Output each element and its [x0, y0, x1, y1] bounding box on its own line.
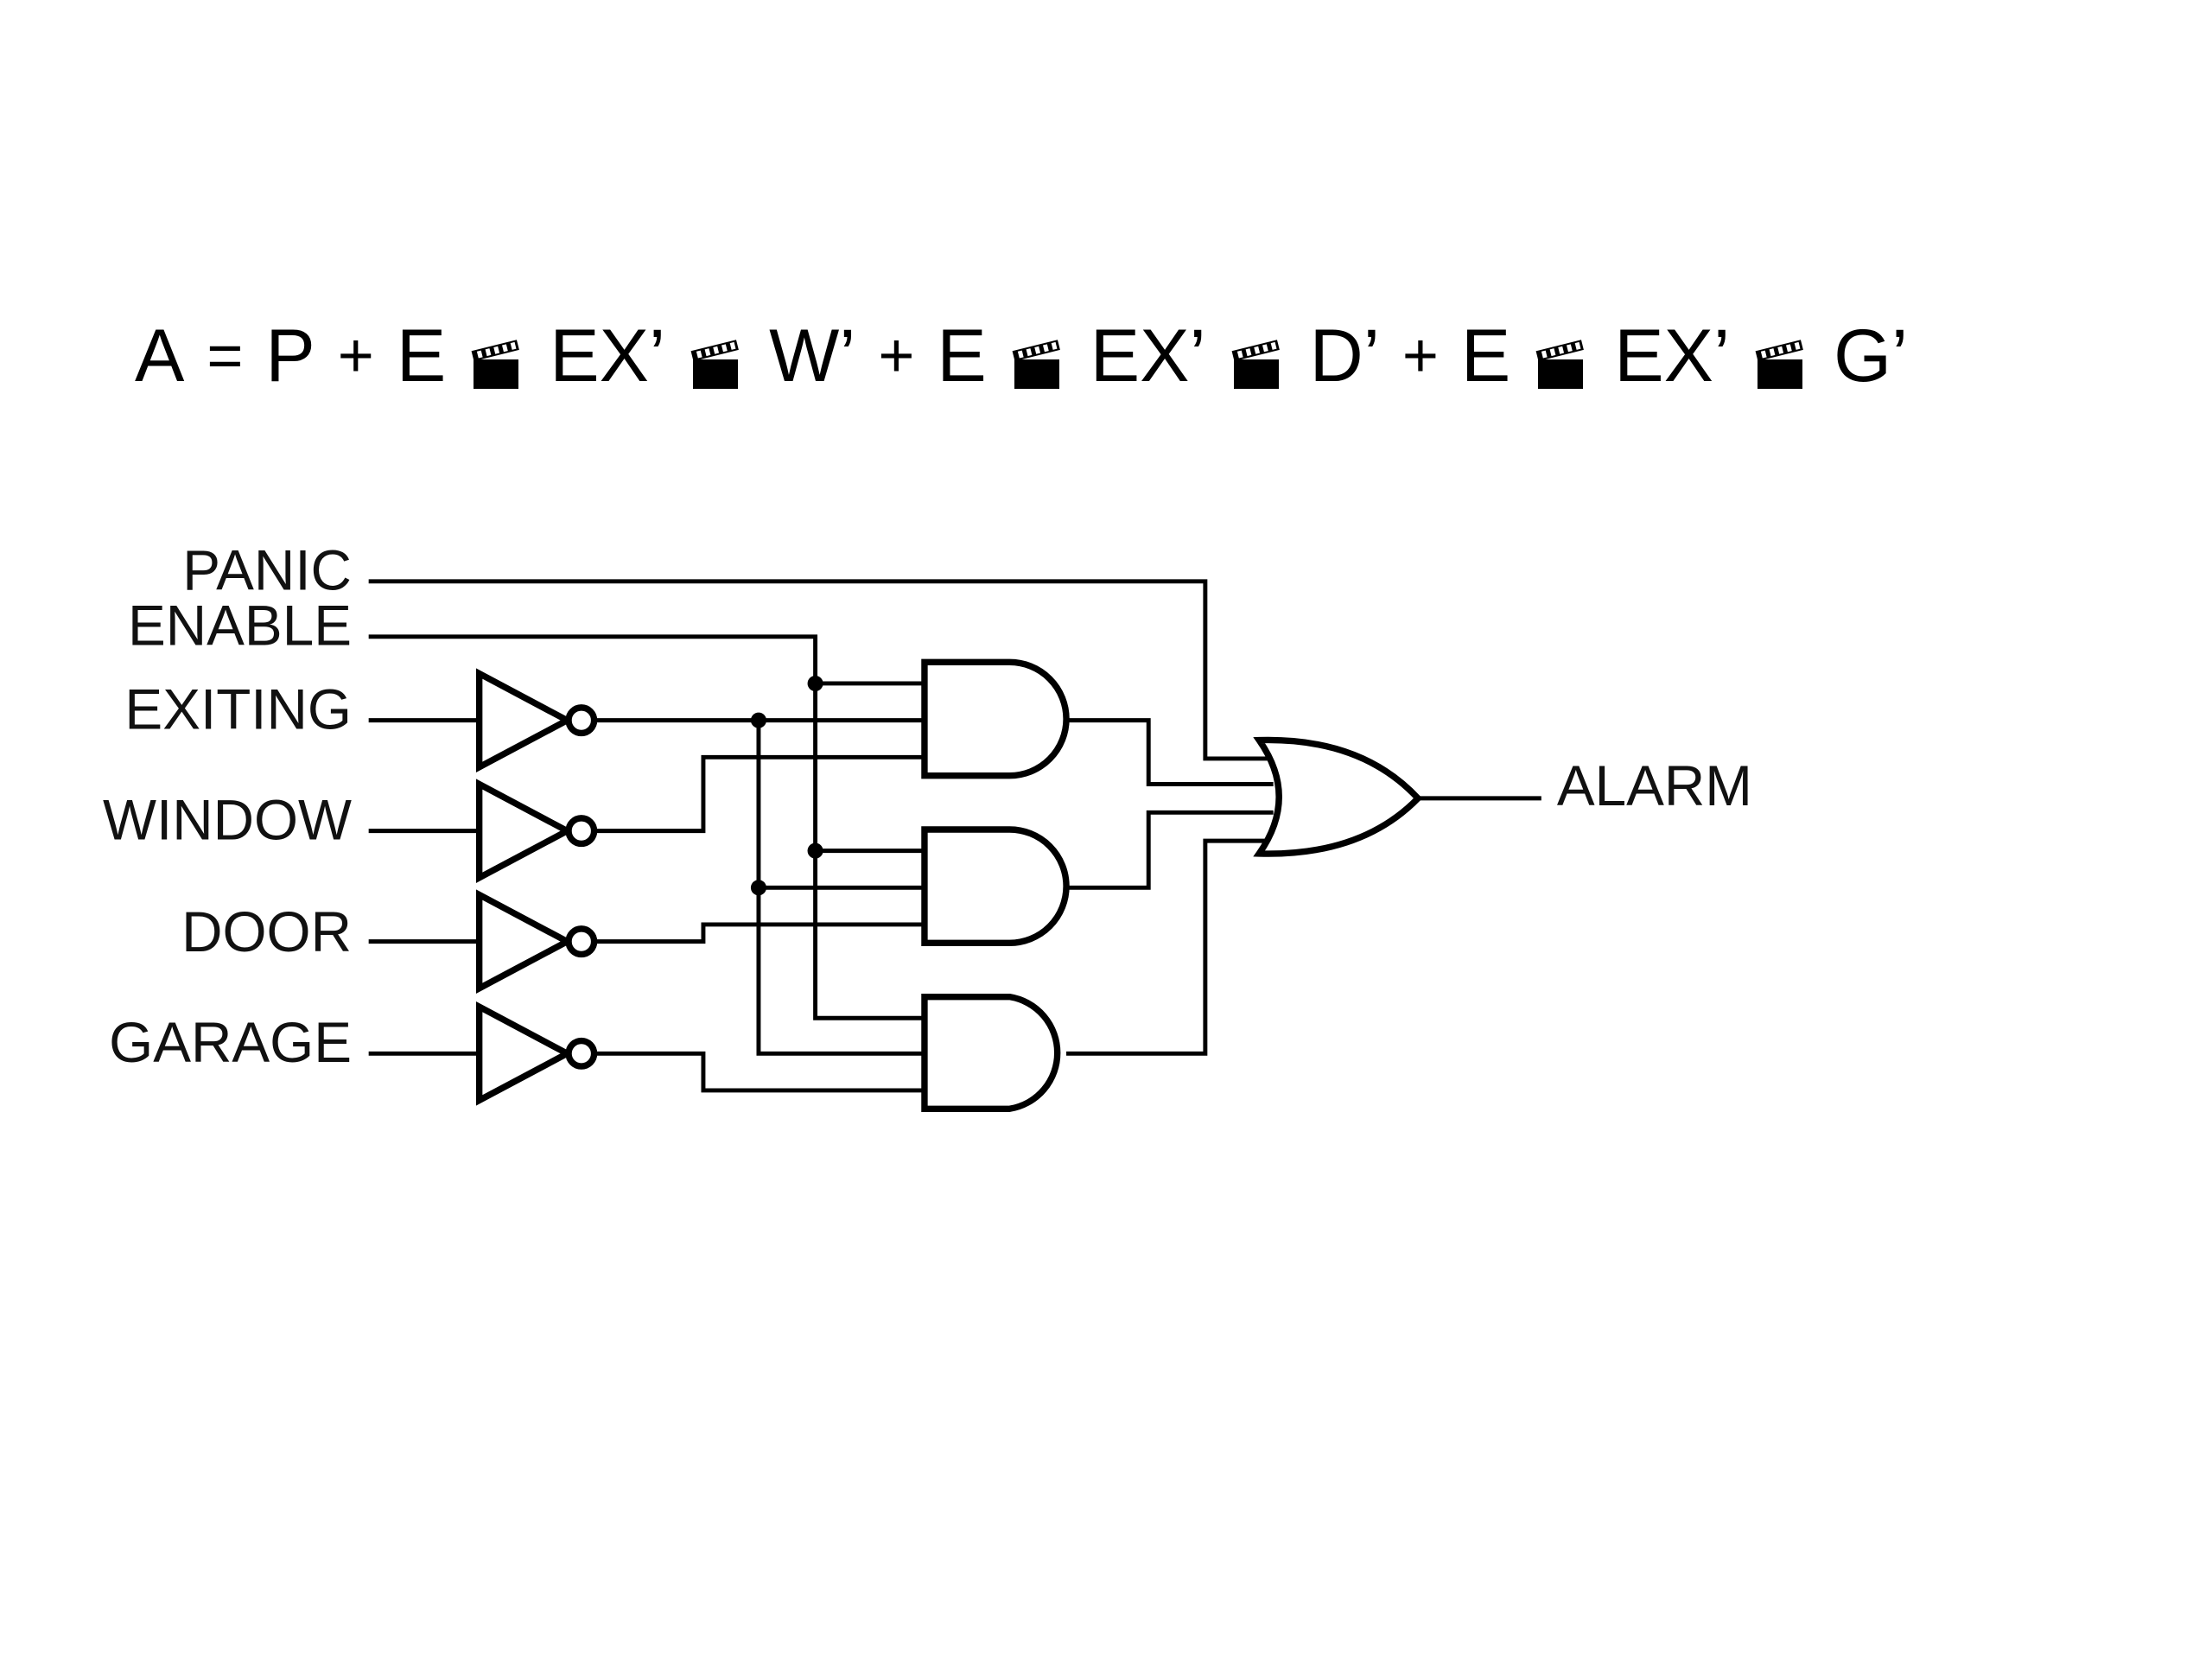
and-gate-3 — [921, 993, 1061, 1112]
clapperboard-icon — [1752, 325, 1808, 389]
not-gate-window — [475, 779, 598, 883]
and-gate-1 — [921, 658, 1070, 779]
junction-dot — [807, 675, 823, 691]
junction-dot — [750, 712, 766, 728]
equation-term-p: P — [265, 314, 315, 397]
junction-dot — [750, 880, 766, 896]
clapperboard-icon — [1533, 325, 1588, 389]
junction-dot — [807, 842, 823, 859]
equation-term-ex-not: EX’ — [1090, 314, 1206, 397]
equation-term-e: E — [396, 314, 447, 397]
not-gate-door — [475, 889, 598, 994]
clapperboard-icon — [690, 340, 739, 389]
clapperboard-icon — [1535, 340, 1585, 389]
clapperboard-icon — [1012, 340, 1060, 389]
equation-term-d-not: D’ — [1309, 314, 1380, 397]
output-label-alarm: ALARM — [1557, 754, 1752, 817]
boolean-equation: A = P + E EX’ W’ + E — [135, 304, 1930, 408]
equation-equals: = — [207, 321, 244, 391]
equation-term-ex-not: EX’ — [550, 314, 666, 397]
input-label-enable: ENABLE — [128, 594, 352, 658]
not-gate-exiting — [475, 668, 598, 772]
equation-term-e: E — [1460, 314, 1511, 397]
equation-term-e: E — [937, 314, 987, 397]
and-gate-2 — [921, 826, 1070, 946]
clapperboard-icon — [471, 340, 520, 389]
clapperboard-icon — [1231, 340, 1280, 389]
equation-term-a: A — [135, 314, 185, 397]
equation-plus: + — [337, 321, 374, 391]
wires — [368, 579, 1541, 1093]
clapperboard-icon — [1229, 325, 1284, 389]
clapperboard-icon — [1009, 325, 1065, 389]
equation-term-g-not: G’ — [1834, 314, 1909, 397]
input-label-window: WINDOW — [103, 788, 352, 851]
equation-plus: + — [878, 321, 915, 391]
or-gate — [1253, 736, 1423, 857]
input-label-garage: GARAGE — [109, 1011, 352, 1074]
input-label-exiting: EXITING — [124, 677, 352, 741]
clapperboard-icon — [688, 325, 743, 389]
equation-plus: + — [1402, 321, 1439, 391]
equation-term-ex-not: EX’ — [1614, 314, 1731, 397]
clapperboard-icon — [1755, 340, 1803, 389]
input-label-door: DOOR — [181, 900, 352, 963]
equation-term-w-not: W’ — [769, 314, 856, 397]
not-gate-garage — [475, 1001, 598, 1106]
clapperboard-icon — [468, 325, 524, 389]
input-label-panic: PANIC — [182, 539, 352, 602]
